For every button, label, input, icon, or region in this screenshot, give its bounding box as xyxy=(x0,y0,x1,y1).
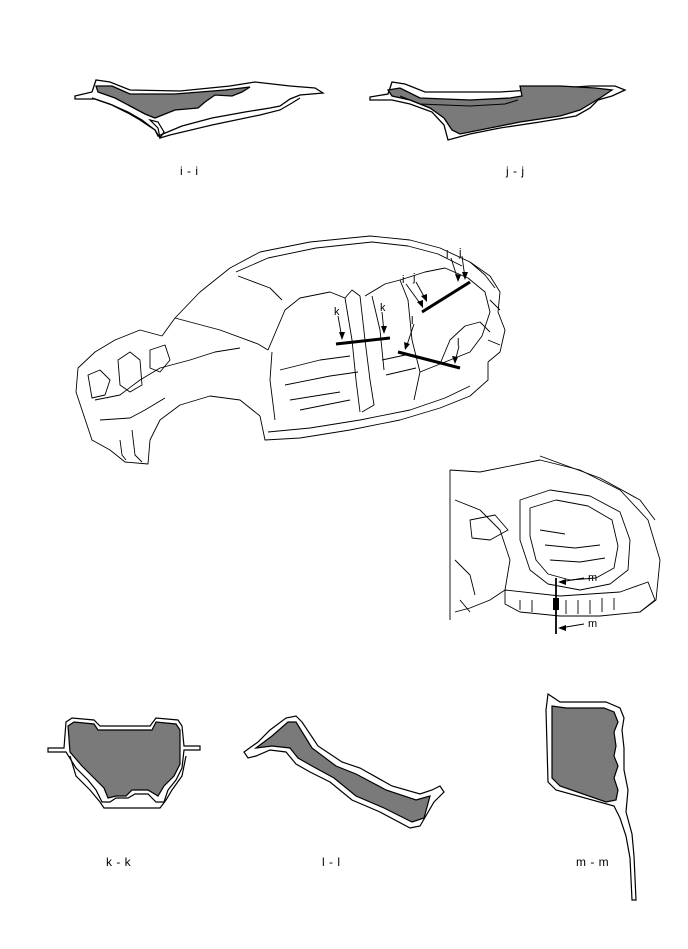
section-i-inner-line xyxy=(91,97,301,139)
car-hood-area xyxy=(75,329,163,411)
arrowhead-k-right xyxy=(381,326,387,334)
section-l-outer-line xyxy=(243,715,445,829)
car-windshield-frame xyxy=(161,267,283,351)
section-k-fill xyxy=(67,721,181,799)
arrowhead-l-right xyxy=(452,356,458,364)
callout-j-mid: j xyxy=(412,272,415,284)
inset-rear-panel-ribs xyxy=(519,598,615,614)
car-front-structure xyxy=(81,395,261,465)
section-k-outer-line xyxy=(47,717,201,803)
car-rear-wheel-arch xyxy=(439,321,491,365)
section-cut-k-bar xyxy=(335,336,391,346)
section-i-outer-line xyxy=(74,79,325,137)
section-cut-m-marker xyxy=(553,598,559,610)
car-roof-inner xyxy=(235,241,463,273)
section-k-lower-lines xyxy=(69,755,187,809)
inset-quarter-left xyxy=(454,499,511,613)
inset-lower-left xyxy=(454,559,476,613)
section-j-caption: j - j xyxy=(506,164,525,178)
section-cut-i-bar xyxy=(421,280,471,314)
callout-i-top: i xyxy=(446,249,448,261)
car-floor-lines xyxy=(279,353,417,411)
callout-k-right: k xyxy=(380,302,386,314)
car-front-door-opening xyxy=(267,291,361,421)
car-rear-end xyxy=(469,261,501,346)
callout-m-bottom: m xyxy=(588,618,597,630)
arrowhead-k-left xyxy=(339,332,345,340)
section-l-fill xyxy=(253,721,431,823)
section-i-fill xyxy=(95,85,251,119)
car-side-sill-inner xyxy=(267,385,471,433)
section-cut-l-bar xyxy=(397,350,461,370)
arrowhead-m-top xyxy=(558,579,566,585)
callout-j-top: j xyxy=(458,247,461,259)
section-j-fill xyxy=(386,85,614,135)
inset-window xyxy=(469,514,509,541)
callout-l-left: l xyxy=(411,315,413,327)
section-m-fill xyxy=(551,705,619,803)
inset-tailgate-opening xyxy=(519,489,631,591)
car-front-frame-lines xyxy=(94,347,241,463)
car-side-sill xyxy=(259,362,489,441)
section-j-outer-line xyxy=(369,81,627,141)
section-m-outer-line xyxy=(545,692,637,901)
arrowhead-j-top xyxy=(462,272,468,280)
callout-k-left: k xyxy=(334,306,340,318)
arrowhead-i-mid xyxy=(417,300,423,308)
arrowhead-l-left xyxy=(404,342,410,350)
section-l-caption: l - l xyxy=(322,855,341,869)
callout-l-right: l xyxy=(457,337,459,349)
inset-tailgate-inner xyxy=(529,499,619,581)
arrowhead-j-mid xyxy=(421,294,427,302)
section-m-caption: m - m xyxy=(576,855,610,869)
arrowhead-i-top xyxy=(455,274,461,282)
car-front-detail xyxy=(87,344,171,399)
inset-floor-lines xyxy=(539,529,606,563)
arrowhead-m-bottom xyxy=(558,625,566,631)
section-k-caption: k - k xyxy=(106,855,132,869)
callout-i-mid: i xyxy=(402,274,404,286)
inset-roof-line xyxy=(539,455,656,521)
section-i-caption: i - i xyxy=(180,164,199,178)
section-j-inner-line xyxy=(399,95,519,107)
inset-rear-panel xyxy=(504,581,656,617)
section-i-lower-flange xyxy=(148,118,165,140)
callout-m-top: m xyxy=(588,572,597,584)
inset-frame-top xyxy=(449,459,661,613)
